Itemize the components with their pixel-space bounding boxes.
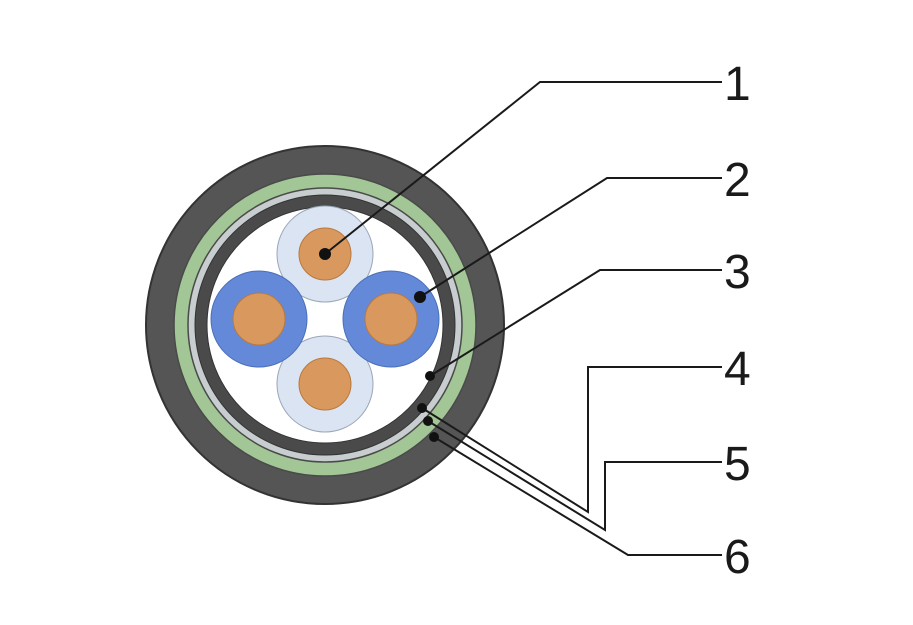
leader-line-3 <box>429 269 722 377</box>
leader-dot-6 <box>429 432 439 442</box>
callout-label-2: 2 <box>724 154 751 207</box>
core-bottom <box>276 335 374 433</box>
leader-dot-1 <box>319 248 331 260</box>
leader-dot-2 <box>414 291 426 303</box>
leader-dot-3 <box>425 371 435 381</box>
conductor <box>232 292 286 346</box>
conductor <box>364 292 418 346</box>
callout-label-6: 6 <box>724 531 751 584</box>
leader-line-6 <box>433 436 722 556</box>
callout-label-1: 1 <box>724 58 751 111</box>
callout-labels: 1 2 3 4 5 6 <box>724 58 751 584</box>
leader-lines <box>324 81 722 556</box>
leader-dot-5 <box>423 416 433 426</box>
callout-label-5: 5 <box>724 438 751 491</box>
leader-line-5 <box>427 420 722 532</box>
leader-dot-4 <box>417 403 427 413</box>
core-left <box>210 270 308 368</box>
leader-line-2 <box>419 177 722 298</box>
leader-line-1 <box>324 81 722 255</box>
leader-line-4 <box>421 366 722 514</box>
cable-body <box>145 145 505 505</box>
callout-label-4: 4 <box>724 343 751 396</box>
leader-dots <box>319 248 439 442</box>
conductor <box>298 357 352 411</box>
core-right <box>342 270 440 368</box>
callout-label-3: 3 <box>724 246 751 299</box>
